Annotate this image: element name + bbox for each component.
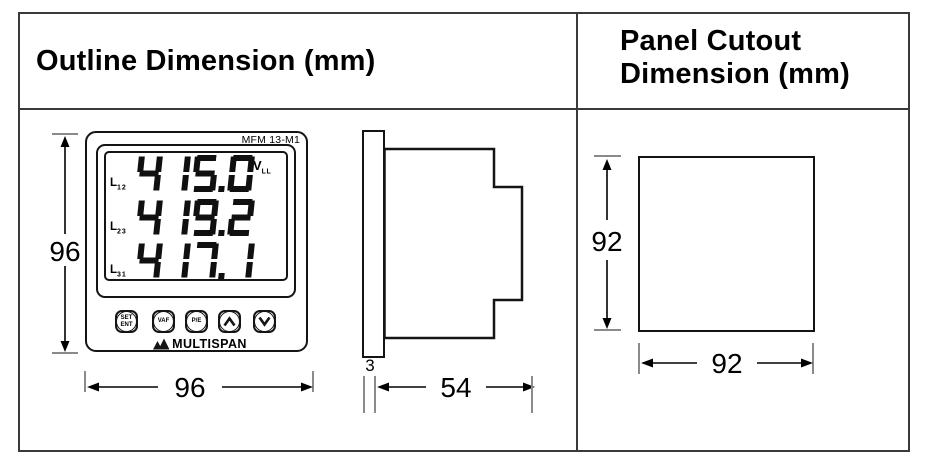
lcd-label-l31: L31 [110, 263, 127, 278]
unit-indicator-vll: VLL [253, 158, 272, 176]
front-height-dim-arrow [60, 136, 70, 352]
bezel-dim-value: 3 [365, 356, 375, 375]
panel-cutout-title: Panel Cutout Dimension (mm) [620, 25, 850, 91]
vaf-button: VAF [152, 310, 175, 333]
set-ent-button-face: SET ENT [116, 311, 137, 332]
display-frame [96, 144, 296, 298]
pe-button: P/E [185, 310, 208, 333]
side-view-body [383, 147, 524, 340]
dim-extension-line [531, 376, 533, 413]
vaf-button-face: VAF [153, 311, 174, 332]
meter-model-label: MFM 13-M1 [241, 134, 300, 146]
panel-cutout-square [638, 156, 815, 332]
cutout-height-dim-value: 92 [591, 226, 623, 257]
table-header-divider [18, 108, 910, 110]
dim-tick [52, 352, 78, 354]
lcd-label-l12: L12 [110, 176, 127, 191]
lcd-row-l31: L31 [109, 242, 287, 280]
chevron-up-icon [219, 311, 240, 332]
side-view-bezel [362, 130, 385, 358]
dim-tick [594, 329, 621, 331]
multispan-logo-icon [153, 338, 170, 350]
chevron-down-icon [254, 311, 275, 332]
multispan-logo: MULTISPAN [152, 337, 248, 351]
set-ent-button: SET ENT [115, 310, 138, 333]
dim-tick [84, 371, 86, 392]
up-button [218, 310, 241, 333]
pe-button-face: P/E [186, 311, 207, 332]
dim-extension-line [374, 376, 376, 413]
down-button [253, 310, 276, 333]
lcd-value-l23 [135, 199, 263, 236]
dim-extension-line [363, 376, 365, 413]
dim-extension-line [812, 343, 814, 374]
cutout-height-dim-arrow [602, 159, 612, 329]
lcd-row-l23: L23 [109, 199, 287, 237]
dim-tick [312, 371, 314, 392]
dim-tick [594, 155, 621, 157]
front-height-dim-value: 96 [49, 236, 81, 267]
table-column-divider [576, 12, 578, 452]
lcd-display: VLL L12 L23 L31 [104, 151, 288, 281]
depth-dim-value: 54 [426, 372, 486, 404]
lcd-row-l12: L12 [109, 155, 287, 193]
front-width-dim-value: 96 [158, 372, 222, 404]
dim-extension-line [638, 343, 640, 374]
lcd-value-l12 [135, 155, 263, 192]
cutout-width-dim-value: 92 [697, 348, 757, 380]
multispan-logo-text: MULTISPAN [172, 337, 247, 351]
panel-cutout-title-line1: Panel Cutout [620, 25, 802, 57]
dim-tick [52, 133, 78, 135]
table-outer-border [18, 12, 910, 452]
lcd-label-l23: L23 [110, 220, 127, 235]
panel-cutout-title-line2: Dimension (mm) [620, 58, 850, 90]
lcd-value-l31 [135, 242, 263, 279]
outline-dimension-title: Outline Dimension (mm) [36, 45, 376, 77]
